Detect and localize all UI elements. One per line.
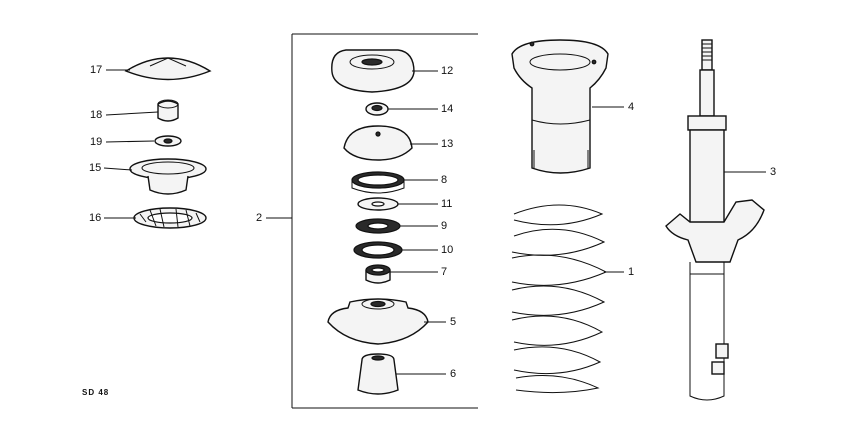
callout-7: 7 (441, 266, 448, 278)
part-5-lower-seat (327, 298, 429, 345)
callout-19: 19 (90, 136, 103, 148)
callout-17: 17 (90, 64, 103, 76)
callout-8: 8 (441, 174, 448, 186)
drawing-code: SD 48 (82, 388, 110, 397)
leader-lines (103, 69, 766, 375)
part-19-washer (154, 135, 182, 147)
part-16-thrust-bearing (133, 207, 207, 229)
callout-4: 4 (628, 101, 635, 113)
part-4-dust-boot (511, 39, 609, 174)
callout-15: 15 (89, 162, 102, 174)
part-6-bump-stop (357, 353, 399, 395)
part-8-ring (351, 171, 405, 194)
callout-13: 13 (441, 138, 454, 150)
part-1-coil-spring (511, 204, 608, 394)
callout-1: 1 (628, 266, 635, 278)
part-11-washer (357, 197, 399, 211)
callout-3: 3 (770, 166, 777, 178)
part-7-bush (365, 264, 391, 284)
part-14-nut (365, 102, 389, 116)
part-12-upper-mount (331, 49, 415, 93)
bracket-2 (291, 33, 478, 409)
callout-12: 12 (441, 65, 454, 77)
part-17-dust-cap (124, 57, 212, 81)
part-10-ring (353, 241, 403, 259)
callout-18: 18 (90, 109, 103, 121)
callout-11: 11 (441, 198, 453, 210)
callout-16: 16 (89, 212, 102, 224)
part-15-upper-cup (129, 158, 207, 195)
part-9-bearing (355, 218, 401, 234)
callout-14: 14 (441, 103, 454, 115)
part-18-nut (157, 99, 179, 122)
part-3-shock-absorber (665, 39, 765, 401)
callout-10: 10 (441, 244, 454, 256)
callout-6: 6 (450, 368, 457, 380)
callout-2: 2 (256, 212, 263, 224)
callout-9: 9 (441, 220, 448, 232)
part-13-spring-cup (343, 125, 413, 161)
callout-5: 5 (450, 316, 457, 328)
